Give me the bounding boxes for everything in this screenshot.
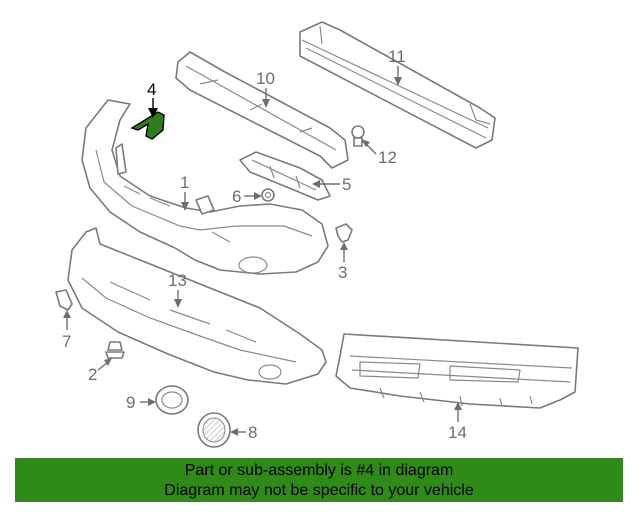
- callout-3: 3: [338, 242, 348, 282]
- callout-6: 6: [232, 187, 262, 206]
- svg-text:10: 10: [256, 69, 275, 88]
- callout-4: 4: [147, 80, 158, 118]
- part-9-fog-lamp-ring[interactable]: [155, 385, 189, 415]
- part-3-clip[interactable]: [335, 223, 353, 243]
- svg-text:1: 1: [180, 173, 189, 192]
- callout-12: 12: [361, 139, 397, 167]
- svg-text:8: 8: [248, 423, 257, 442]
- part-6-grommet[interactable]: [261, 188, 275, 202]
- svg-text:6: 6: [232, 187, 241, 206]
- callout-9: 9: [126, 393, 156, 412]
- callout-2: 2: [88, 358, 112, 384]
- svg-text:11: 11: [388, 47, 406, 66]
- svg-text:4: 4: [147, 80, 156, 99]
- part-12-clip[interactable]: [351, 125, 365, 147]
- callout-10: 10: [256, 69, 275, 108]
- part-14-skid-plate[interactable]: [335, 333, 579, 409]
- parts-diagram: 4 1 10 11 12 5 6 3 13: [55, 21, 579, 448]
- svg-text:7: 7: [62, 332, 71, 351]
- callout-7: 7: [62, 310, 71, 351]
- svg-text:3: 3: [338, 263, 347, 282]
- part-7-bracket[interactable]: [55, 289, 73, 311]
- part-8-fog-lamp-grille[interactable]: [197, 412, 231, 448]
- svg-text:12: 12: [378, 148, 397, 167]
- callout-11: 11: [388, 47, 406, 86]
- svg-text:9: 9: [126, 393, 135, 412]
- svg-text:14: 14: [448, 423, 467, 442]
- part-11-reinforcement-beam[interactable]: [299, 21, 496, 149]
- svg-text:13: 13: [168, 271, 187, 290]
- callout-8: 8: [230, 423, 257, 442]
- svg-text:5: 5: [342, 175, 351, 194]
- banner-line-disclaimer: Diagram may not be specific to your vehi…: [164, 482, 474, 499]
- callout-5: 5: [312, 175, 351, 194]
- svg-text:2: 2: [88, 365, 97, 384]
- part-2-pin[interactable]: [105, 341, 125, 359]
- part-13-lower-cover[interactable]: [67, 227, 327, 385]
- part-info-banner: Part or sub-assembly is #4 in diagram Di…: [15, 458, 623, 502]
- banner-line-part: Part or sub-assembly is #4 in diagram: [184, 462, 454, 479]
- part-10-upper-bracket[interactable]: [175, 51, 349, 169]
- part-1-bumper-cover[interactable]: [81, 99, 329, 275]
- callout-1: 1: [180, 173, 189, 211]
- callout-13: 13: [168, 271, 187, 308]
- part-5-side-bracket[interactable]: [239, 151, 331, 201]
- callout-14: 14: [448, 402, 467, 442]
- part-4-bracket[interactable]: [130, 111, 165, 140]
